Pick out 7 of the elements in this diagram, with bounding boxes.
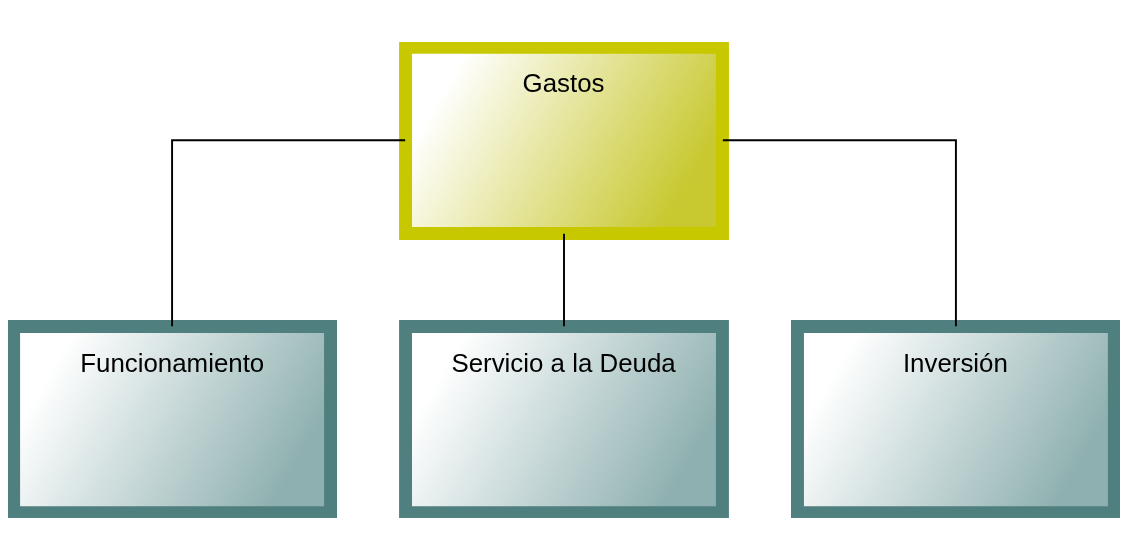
node-box: Gastos (399, 41, 729, 240)
node-box: Servicio a la Deuda (399, 319, 729, 518)
node-box: Funcionamiento (8, 319, 337, 518)
connector (171, 138, 407, 327)
node-box: Inversión (791, 319, 1120, 518)
connector (721, 138, 957, 327)
connector (563, 232, 565, 327)
